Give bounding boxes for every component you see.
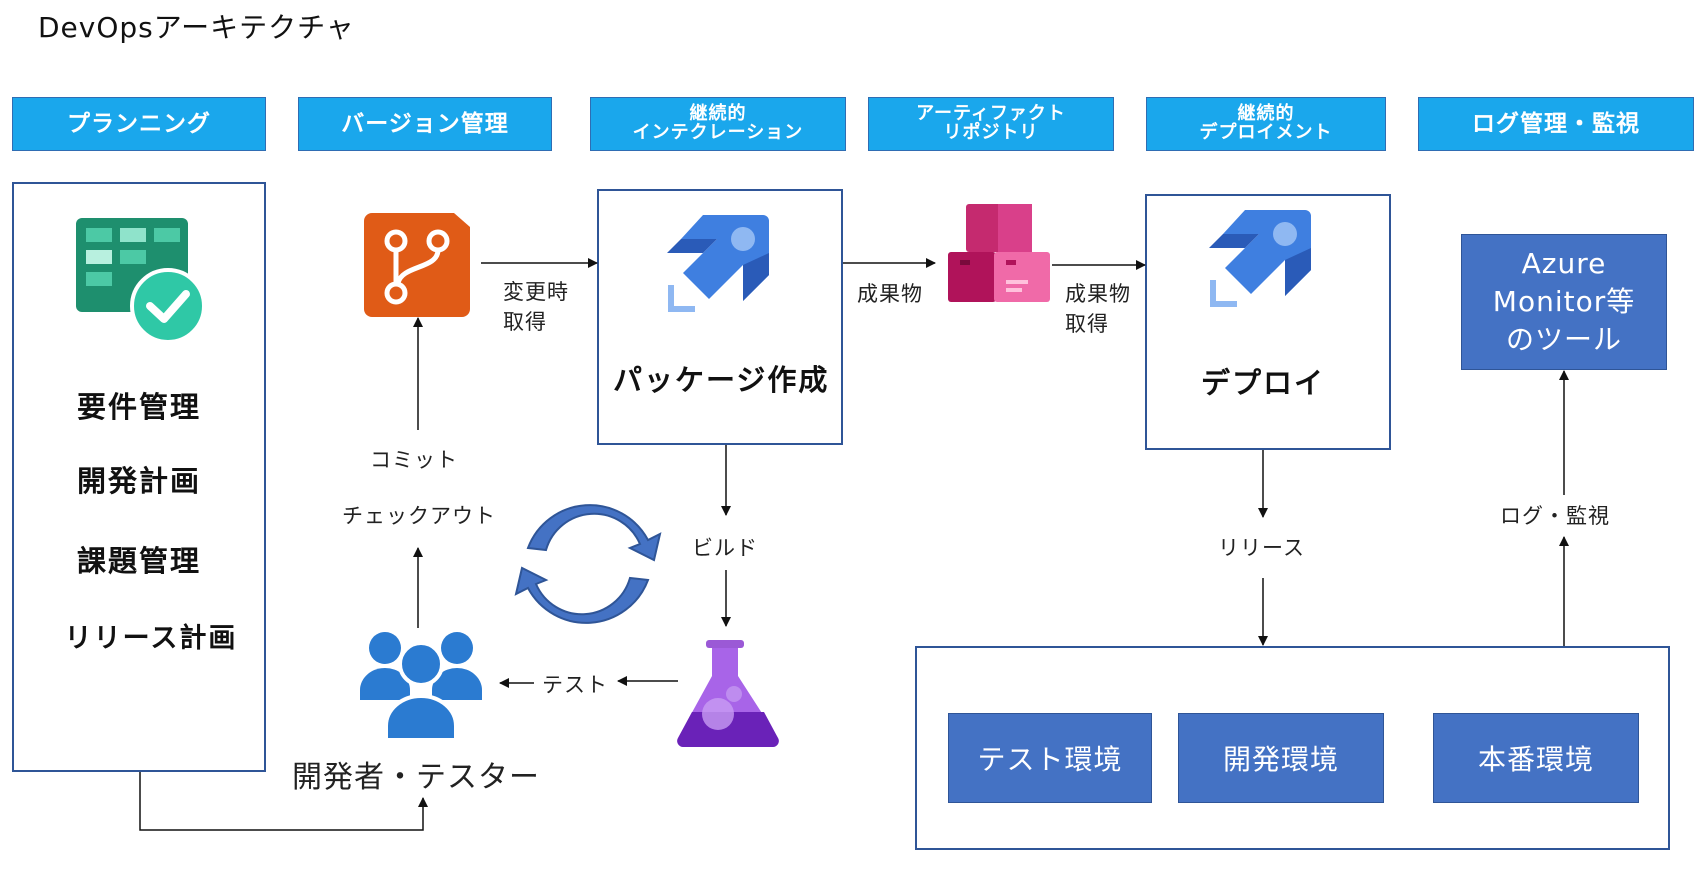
label-developers: 開発者・テスター <box>292 760 540 795</box>
label-fetch-changes-1: 変更時 <box>503 280 569 304</box>
env-prod-label: 本番環境 <box>1477 743 1594 776</box>
header-artifact-line2: リポジトリ <box>943 122 1039 143</box>
label-log-monitor: ログ・監視 <box>1500 504 1610 528</box>
label-artifact-fetch-1: 成果物 <box>1065 282 1131 306</box>
header-version-label: バージョン管理 <box>341 110 509 137</box>
planning-item-dev-plan: 開発計画 <box>76 464 201 498</box>
header-cd-line2: デプロイメント <box>1199 122 1333 143</box>
label-artifact-fetch-2: 取得 <box>1065 312 1109 336</box>
label-checkout: チェックアウト <box>342 504 496 528</box>
label-fetch-changes-2: 取得 <box>503 310 547 334</box>
header-version-control: バージョン管理 <box>298 97 552 151</box>
package-label: パッケージ作成 <box>613 363 830 397</box>
deploy-box: デプロイ <box>1145 194 1391 450</box>
header-planning: プランニング <box>12 97 266 151</box>
package-box: パッケージ作成 <box>597 189 843 445</box>
monitor-line3: のツール <box>1505 323 1622 356</box>
page-title: DevOpsアーキテクチャ <box>38 11 355 44</box>
planning-item-requirements: 要件管理 <box>76 390 201 424</box>
monitor-line2: Monitor等 <box>1492 285 1636 318</box>
env-test: テスト環境 <box>948 713 1152 803</box>
env-prod: 本番環境 <box>1433 713 1639 803</box>
monitor-line1: Azure <box>1521 247 1607 280</box>
label-build: ビルド <box>692 536 758 560</box>
header-ci-line2: インテクレーション <box>632 122 804 143</box>
developers-icon <box>360 632 482 742</box>
planning-box <box>12 182 266 772</box>
arrow-planning-to-devs <box>139 772 428 831</box>
env-dev-label: 開発環境 <box>1222 743 1339 776</box>
header-artifact-repository: アーティファクト リポジトリ <box>868 97 1114 151</box>
header-planning-label: プランニング <box>67 110 211 137</box>
deploy-label: デプロイ <box>1201 366 1326 400</box>
env-test-label: テスト環境 <box>977 743 1123 776</box>
env-dev: 開発環境 <box>1178 713 1384 803</box>
azure-artifacts-icon <box>948 204 1050 302</box>
azure-pipelines-icon <box>667 215 769 312</box>
label-artifact: 成果物 <box>857 282 923 306</box>
header-logging-label: ログ管理・監視 <box>1472 110 1640 137</box>
header-ci-line1: 継続的 <box>689 103 747 125</box>
cycle-icon <box>514 504 662 624</box>
azure-pipelines-icon-deploy <box>1209 210 1311 307</box>
planning-item-issue-management: 課題管理 <box>76 544 201 578</box>
header-continuous-integration: 継続的 インテクレーション <box>590 97 846 151</box>
header-cd-line1: 継続的 <box>1237 103 1295 125</box>
header-artifact-line1: アーティファクト <box>916 103 1066 125</box>
azure-monitor-box: Azure Monitor等 のツール <box>1461 234 1667 370</box>
azure-boards-icon <box>76 218 206 344</box>
label-release: リリース <box>1218 536 1305 560</box>
planning-item-release-plan: リリース計画 <box>64 623 238 654</box>
label-test: テスト <box>542 673 608 697</box>
header-continuous-deployment: 継続的 デプロイメント <box>1146 97 1386 151</box>
header-logging-monitoring: ログ管理・監視 <box>1418 97 1694 151</box>
azure-repos-icon <box>364 213 470 317</box>
azure-test-plans-icon <box>677 640 779 747</box>
label-commit: コミット <box>370 448 458 472</box>
